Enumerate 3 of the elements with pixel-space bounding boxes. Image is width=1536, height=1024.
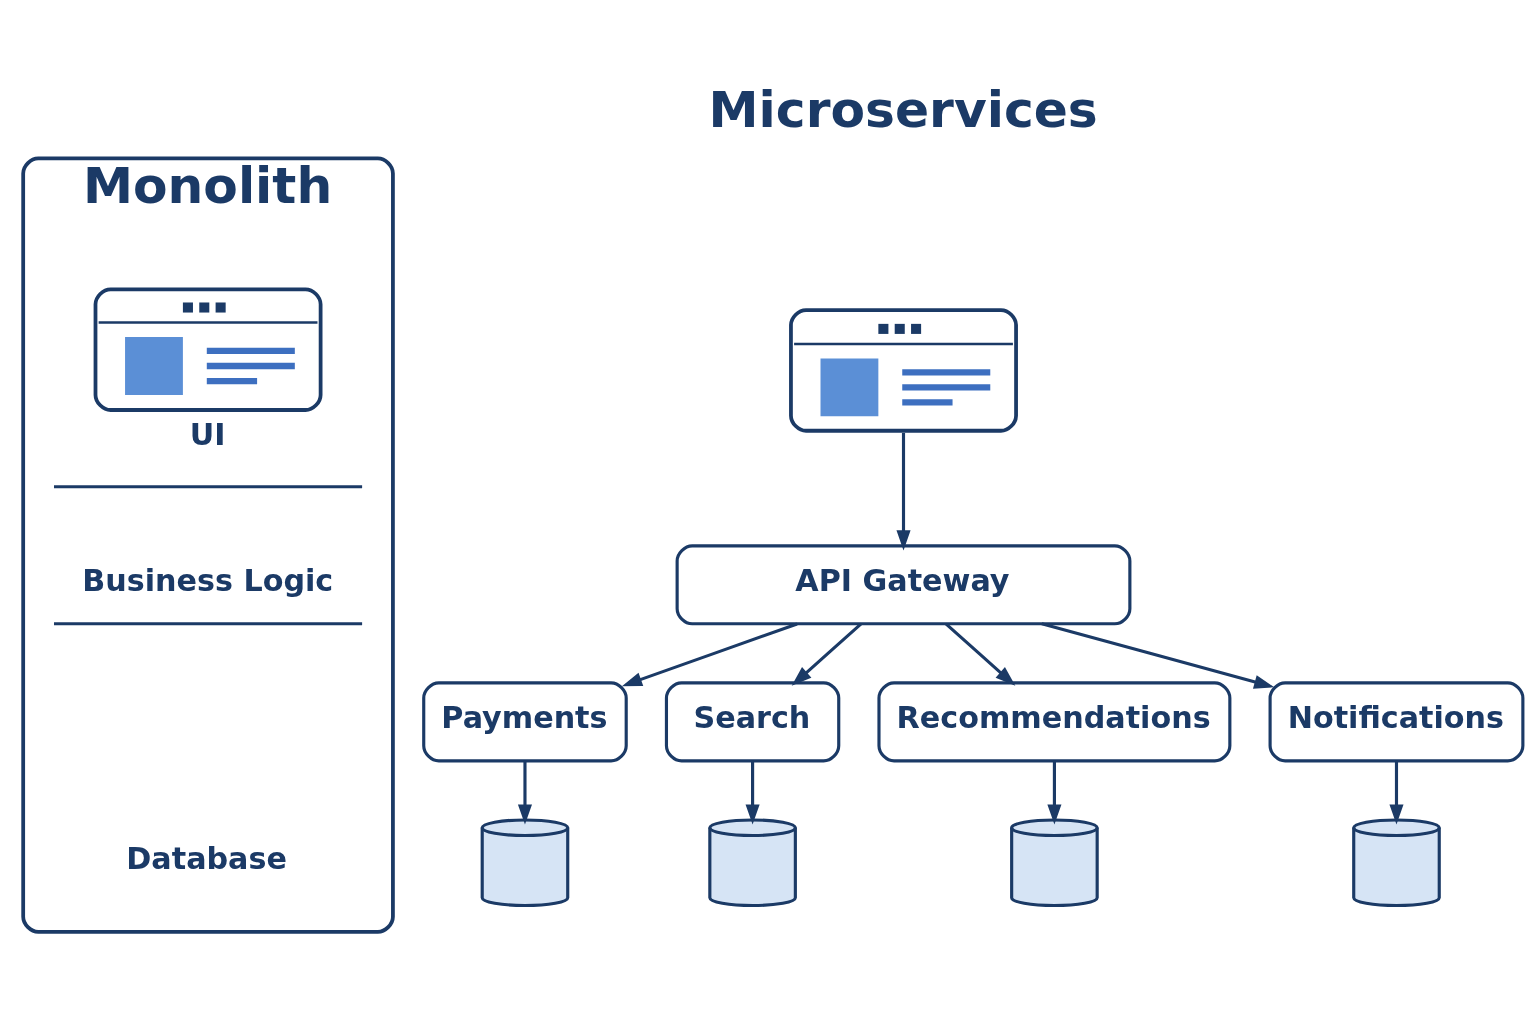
- node-text: Business Logic: [82, 562, 334, 598]
- node-text: Database: [126, 840, 287, 876]
- label: Microservices: [708, 79, 1098, 139]
